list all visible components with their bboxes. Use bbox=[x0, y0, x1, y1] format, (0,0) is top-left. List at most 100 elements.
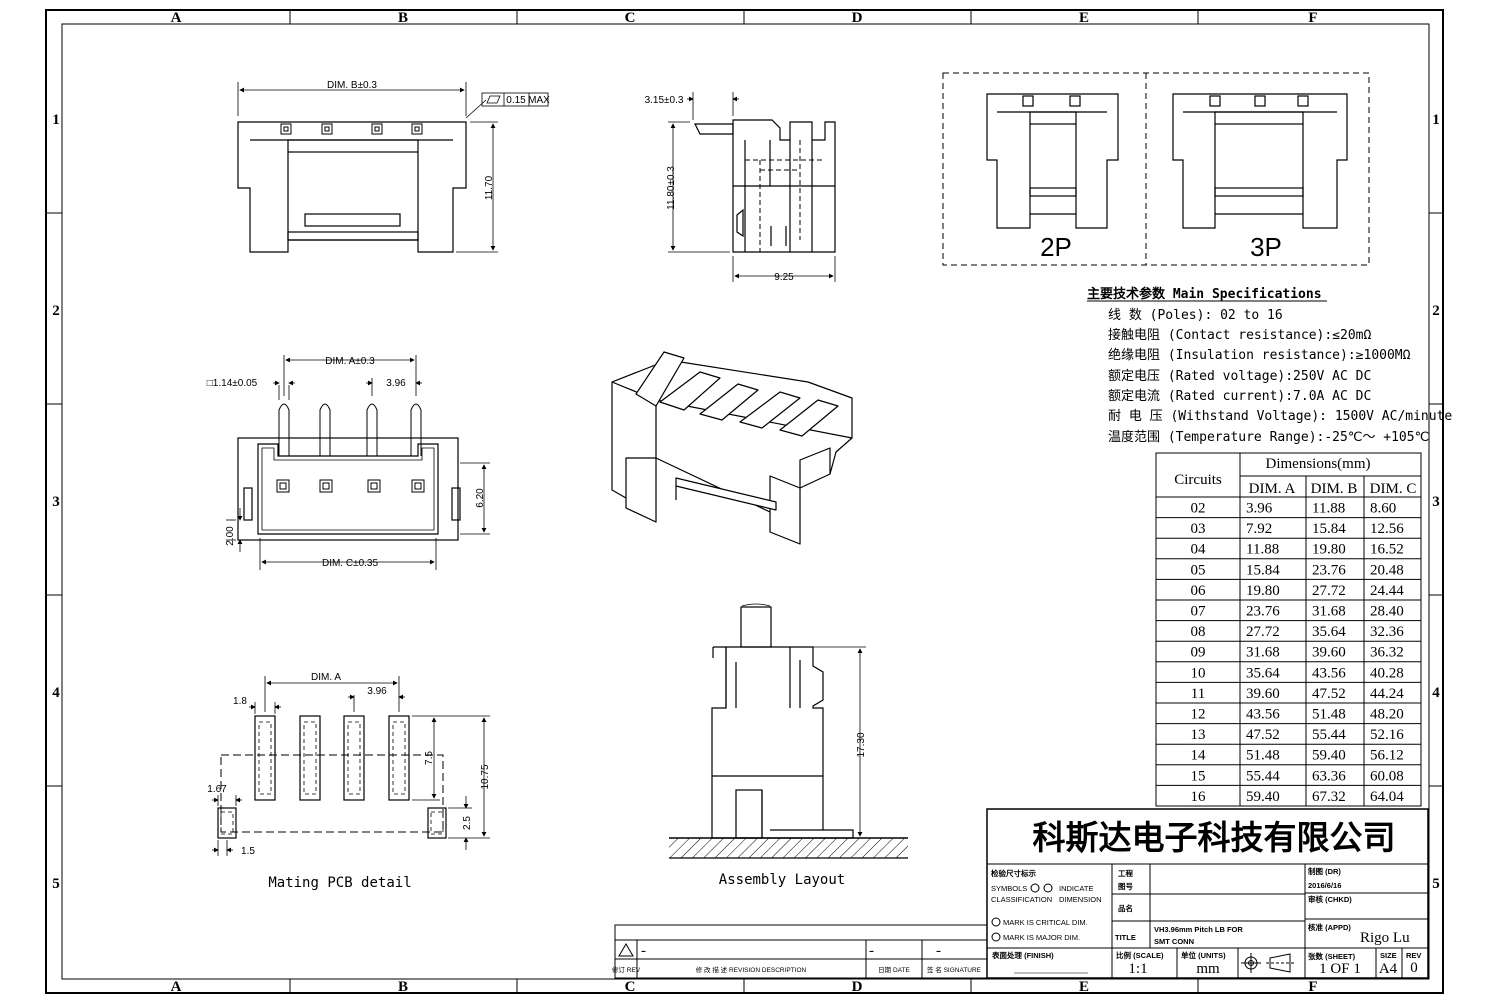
dims-table-circuit-cell: 16 bbox=[1191, 789, 1207, 805]
dims-table-value-cell: 35.64 bbox=[1246, 665, 1280, 681]
dims-table-value-cell: 20.48 bbox=[1370, 562, 1404, 578]
dims-table-value-cell: 11.88 bbox=[1312, 501, 1345, 517]
bottom-depth: 6.20 bbox=[475, 488, 486, 508]
critical-symbol-icon bbox=[1030, 883, 1040, 893]
dims-table-value-cell: 39.60 bbox=[1312, 645, 1346, 661]
title-block bbox=[986, 808, 1429, 979]
dims-table-value-cell: 8.60 bbox=[1370, 501, 1396, 517]
revision-date-dash: - bbox=[869, 943, 874, 959]
side-depth: 9.25 bbox=[774, 272, 794, 283]
dims-table-value-cell: 43.56 bbox=[1312, 665, 1346, 681]
approved-name: Rigo Lu bbox=[1360, 930, 1410, 946]
variant-3p-label: 3P bbox=[1250, 232, 1282, 262]
dims-table-circuit-cell: 05 bbox=[1191, 562, 1206, 578]
isometric-view bbox=[611, 351, 853, 545]
units-value: mm bbox=[1196, 961, 1220, 977]
inspect-label: 检验尺寸标示 bbox=[991, 868, 1036, 878]
dims-table-value-cell: 51.48 bbox=[1312, 707, 1346, 723]
title-label: TITLE bbox=[1115, 933, 1136, 942]
bottom-view bbox=[226, 355, 490, 570]
spec-line: 额定电流 (Rated current):7.0A AC DC bbox=[1108, 389, 1371, 404]
zone-letters-bottom: A B C D E F bbox=[171, 979, 1318, 995]
dimension-label: DIMENSION bbox=[1059, 895, 1102, 904]
project-label-1: 工程 bbox=[1118, 869, 1134, 878]
pcb-pad-width: 1.8 bbox=[233, 696, 247, 707]
zone-row-4-right: 4 bbox=[1432, 685, 1440, 701]
pcb-dim-a: DIM. A bbox=[311, 672, 341, 683]
dims-table-circuit-cell: 09 bbox=[1191, 645, 1206, 661]
dims-table-value-cell: 56.12 bbox=[1370, 748, 1404, 764]
rev-label: REV bbox=[1406, 951, 1421, 960]
checked-label: 审核 (CHKD) bbox=[1308, 894, 1352, 904]
sheet-label: 张数 (SHEET) bbox=[1308, 951, 1356, 961]
size-value: A4 bbox=[1379, 961, 1398, 977]
scale-value: 1:1 bbox=[1128, 961, 1147, 977]
side-view bbox=[668, 92, 836, 282]
specs-lines: 线 数 (Poles): 02 to 16 接触电阻 (Contact resi… bbox=[1108, 308, 1452, 445]
dims-table-value-cell: 16.52 bbox=[1370, 542, 1404, 558]
dims-table-value-cell: 55.44 bbox=[1246, 768, 1280, 784]
critical-dim-text: MARK IS CRITICAL DIM. bbox=[1003, 918, 1088, 927]
zone-row-2-right: 2 bbox=[1432, 303, 1440, 319]
zone-col-c-bottom: C bbox=[625, 979, 636, 995]
dims-table-value-cell: 7.92 bbox=[1246, 521, 1272, 537]
dims-table-circuit-cell: 11 bbox=[1191, 686, 1205, 702]
zone-col-d-bottom: D bbox=[852, 979, 863, 995]
zone-col-c: C bbox=[625, 10, 636, 26]
dims-table-value-cell: 27.72 bbox=[1312, 583, 1346, 599]
zone-row-3-right: 3 bbox=[1432, 494, 1440, 510]
variant-3p-drawing bbox=[1172, 93, 1348, 229]
spec-line: 接触电阻 (Contact resistance):≤20mΩ bbox=[1108, 327, 1371, 343]
dims-table-circuit-cell: 13 bbox=[1191, 727, 1206, 743]
zone-col-e-bottom: E bbox=[1079, 979, 1089, 995]
dims-table-value-cell: 48.20 bbox=[1370, 707, 1404, 723]
spec-line: 耐 电 压 (Withstand Voltage): 1500V AC/minu… bbox=[1108, 409, 1452, 424]
dims-table-circuit-cell: 08 bbox=[1191, 624, 1206, 640]
assembly-view bbox=[669, 603, 908, 859]
dims-table-value-cell: 19.80 bbox=[1312, 542, 1346, 558]
bottom-edge: 2.00 bbox=[225, 526, 236, 546]
sheet-value: 1 OF 1 bbox=[1319, 961, 1361, 977]
zone-col-d: D bbox=[852, 10, 863, 26]
dims-table-value-cell: 60.08 bbox=[1370, 768, 1404, 784]
dims-table-value-cell: 43.56 bbox=[1246, 707, 1280, 723]
dims-table-circuits-header: Circuits bbox=[1174, 472, 1222, 488]
dims-table-value-cell: 64.04 bbox=[1370, 789, 1404, 805]
spec-line: 额定电压 (Rated voltage):250V AC DC bbox=[1108, 369, 1371, 384]
dims-table-group-header: Dimensions(mm) bbox=[1266, 456, 1371, 472]
dims-table-circuit-cell: 06 bbox=[1191, 583, 1207, 599]
zone-letters-top: A B C D E F bbox=[171, 10, 1318, 26]
specs-heading: 主要技术参数 Main Specifications bbox=[1087, 286, 1322, 302]
zone-col-b: B bbox=[398, 10, 408, 26]
zone-col-b-bottom: B bbox=[398, 979, 408, 995]
revision-desc-header: 修 改 描 述 REVISION DESCRIPTION bbox=[696, 965, 807, 974]
side-height: 11.80±0.3 bbox=[666, 166, 677, 210]
zone-ticks bbox=[46, 10, 1443, 993]
dims-table-value-cell: 32.36 bbox=[1370, 624, 1404, 640]
revision-rev-header: 修订 REV bbox=[612, 965, 641, 974]
dims-table-value-cell: 55.44 bbox=[1312, 727, 1346, 743]
dims-table-circuit-cell: 04 bbox=[1191, 542, 1207, 558]
name-label: 品名 bbox=[1118, 903, 1133, 913]
title-block-text: 科斯达电子科技有限公司 检验尺寸标示 SYMBOLS INDICATE CLAS… bbox=[991, 818, 1421, 977]
dims-table-value-cell: 47.52 bbox=[1246, 727, 1280, 743]
dims-table-value-cell: 59.40 bbox=[1246, 789, 1280, 805]
major-symbol-icon bbox=[1043, 883, 1053, 893]
pcb-tab-offset: 1.5 bbox=[241, 846, 255, 857]
dims-table-value-cell: 59.40 bbox=[1312, 748, 1346, 764]
rev-value: 0 bbox=[1410, 960, 1418, 976]
revision-sign-dash: - bbox=[936, 943, 941, 959]
finish-label: 表面处理 (FINISH) bbox=[992, 950, 1054, 960]
dims-table-circuit-cell: 10 bbox=[1191, 665, 1206, 681]
size-label: SIZE bbox=[1380, 951, 1397, 960]
dims-table-circuit-cell: 07 bbox=[1191, 604, 1207, 620]
zone-col-f: F bbox=[1308, 10, 1317, 26]
